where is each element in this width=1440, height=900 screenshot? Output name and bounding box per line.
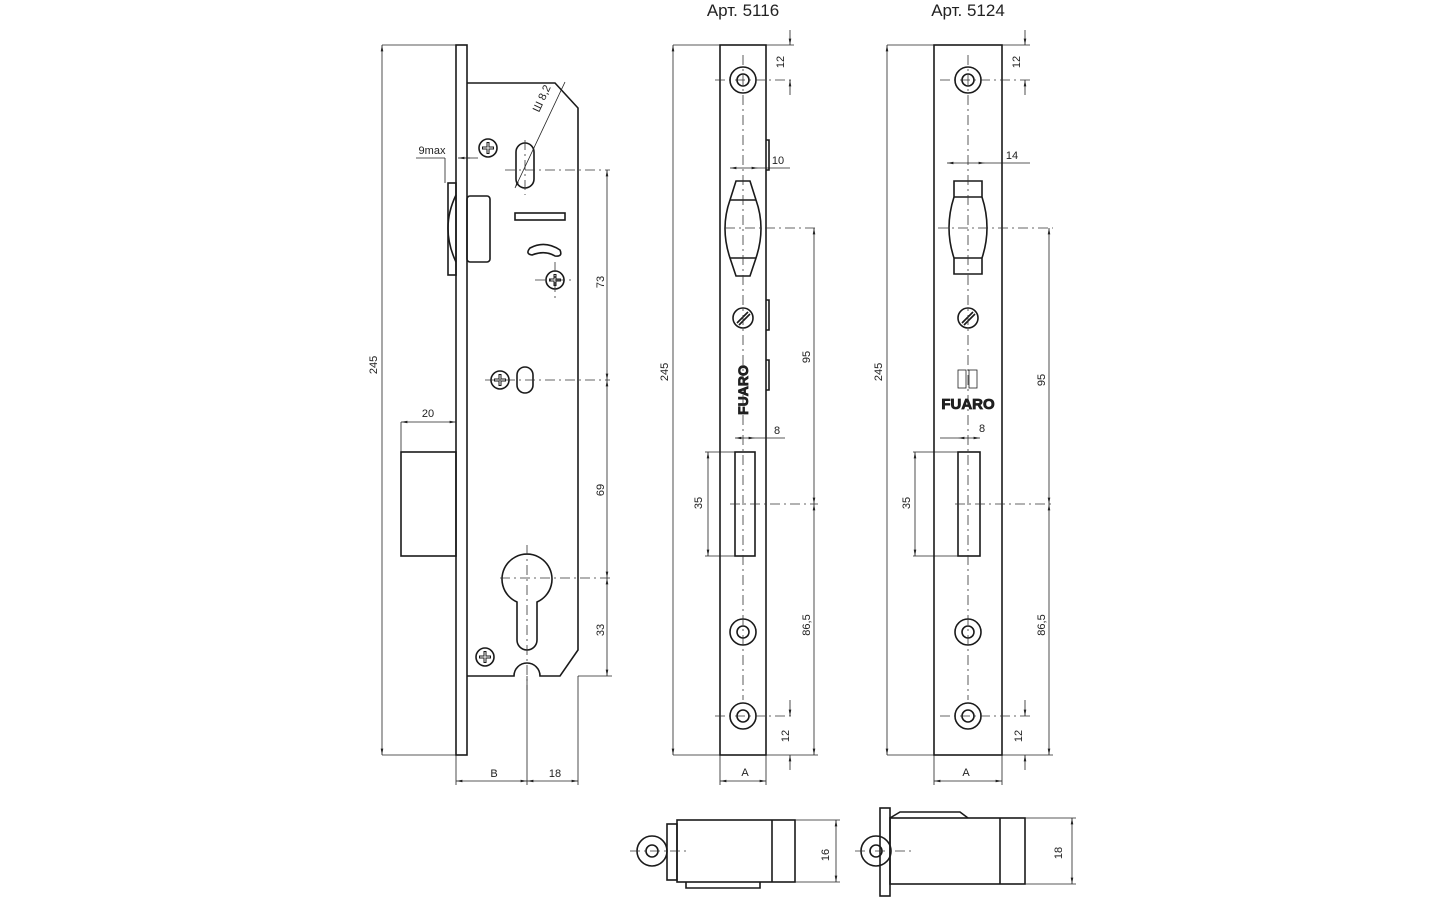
cylinder-cutout: [501, 553, 553, 651]
dim-top-hole: 12: [775, 56, 787, 68]
dim-lower: 33: [595, 624, 607, 636]
dim-latch-to-bolt: 95: [801, 351, 813, 363]
dim-deadbolt-projection: 20: [422, 408, 434, 420]
dim-bolt-width: 8: [979, 423, 985, 435]
latch-body: [466, 195, 491, 263]
screw-icon: [474, 646, 496, 668]
dim-latch-to-bolt: 95: [1036, 374, 1048, 386]
dim-height: 245: [873, 363, 885, 381]
dim-bolt-width: 8: [774, 425, 780, 437]
dim-width: A: [741, 767, 749, 779]
dim-height: 245: [659, 363, 671, 381]
strike-plate-5124: FUARO 245 12 14 95 8 35 86,5 12 A: [873, 30, 1053, 785]
deadbolt: [400, 451, 457, 557]
dim-latch-width: 10: [772, 155, 784, 167]
dim-bottom-hole: 12: [1013, 730, 1025, 742]
quality-mark-icon: [957, 369, 978, 389]
title-model-5124: Арт. 5124: [931, 1, 1005, 20]
dim-height: 245: [368, 356, 380, 374]
dim-bolt-height: 35: [693, 497, 705, 509]
section-view-5116: 16: [630, 819, 840, 889]
dim-thickness: 18: [1053, 847, 1065, 859]
dim-bottom-hole: 12: [780, 730, 792, 742]
dim-width: A: [962, 767, 970, 779]
dim-upper: 73: [595, 276, 607, 288]
dim-thickness: 16: [820, 849, 832, 861]
dim-latch-projection: 9max: [419, 145, 446, 157]
strike-plate-5116: FUARO 245 12 10 95 8 35 86,5 12 A: [659, 30, 818, 785]
dim-top-hole: 12: [1011, 56, 1023, 68]
dim-bolt-to-bottom: 86,5: [1036, 614, 1048, 635]
dim-backset: B: [490, 768, 497, 780]
screw-icon: [477, 137, 499, 159]
dim-latch-width: 14: [1006, 150, 1018, 162]
dim-bolt-height: 35: [901, 497, 913, 509]
faceplate: [455, 44, 468, 756]
latch-opening: [724, 180, 762, 277]
dim-middle: 69: [595, 484, 607, 496]
dim-bolt-to-bottom: 86,5: [801, 614, 813, 635]
section-view-5124: 18: [855, 807, 1076, 897]
dim-slot-diameter: Ш 8,2: [531, 83, 554, 114]
lock-case: [467, 82, 579, 677]
dim-cylinder-offset: 18: [549, 768, 561, 780]
title-model-5116: Арт. 5116: [707, 1, 779, 20]
lock-body-view: 245 9max Ш 8,2 73 20 69 33 B 18: [368, 44, 612, 785]
